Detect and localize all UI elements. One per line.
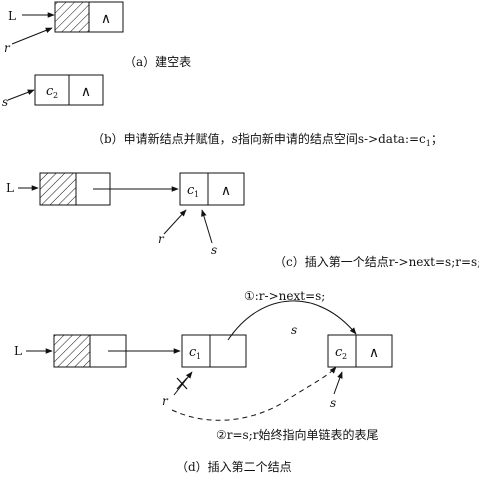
node-next-cell xyxy=(207,172,245,206)
caption-a: （a）建空表 xyxy=(124,55,191,69)
head-data-cell xyxy=(53,334,91,368)
head-data-cell xyxy=(39,172,77,206)
new-pointer-label: s xyxy=(2,95,8,109)
node-next-cell xyxy=(209,334,247,368)
head-node: ∧ xyxy=(54,1,124,33)
head-pointer-label: L xyxy=(14,344,22,358)
tail-pointer-arrow xyxy=(11,27,53,45)
tail-pointer-label: r xyxy=(4,41,11,55)
node-value-subscript: 2 xyxy=(342,352,347,361)
node-value-subscript: 1 xyxy=(194,190,199,199)
part-a: L ∧ r （a）建空表 xyxy=(4,1,191,69)
node-next-cell xyxy=(68,74,104,106)
node-data-cell xyxy=(34,74,70,106)
node-c1: c 1 ∧ xyxy=(179,172,245,206)
part-d: L c 1 c 2 ∧ ①:r->next=s; s r xyxy=(14,289,393,474)
null-symbol: ∧ xyxy=(369,345,379,361)
s-pointer-arrow xyxy=(333,371,343,395)
s-pointer-label: s xyxy=(330,396,336,410)
head-pointer-label: L xyxy=(8,9,16,23)
node-data-cell xyxy=(181,334,211,368)
node-next-cell xyxy=(355,334,393,368)
r-pointer-label: r xyxy=(162,394,169,408)
new-pointer-arrow xyxy=(7,89,35,101)
cross-mark-icon xyxy=(176,377,188,390)
caption-b: （b）申请新结点并赋值，s指向新申请的结点空间s->data:=c1； xyxy=(92,131,443,148)
head-data-cell xyxy=(54,1,90,33)
node-data-cell xyxy=(327,334,357,368)
s-pointer-label: s xyxy=(211,243,217,257)
node-value: c xyxy=(189,345,197,360)
step2-label: ②r=s;r始终指向单链表的表尾 xyxy=(216,427,379,442)
node-value: c xyxy=(187,183,195,198)
null-symbol: ∧ xyxy=(81,84,91,100)
node-c2: c 2 ∧ xyxy=(327,334,393,368)
node-data-cell xyxy=(179,172,209,206)
node-c1: c 1 xyxy=(181,334,247,368)
caption-d: （d）插入第二个结点 xyxy=(176,460,292,474)
old-r-pointer-arrow xyxy=(173,371,193,396)
node-value: c xyxy=(46,84,54,99)
r-pointer-label: r xyxy=(158,232,165,246)
caption-c: （c）插入第一个结点r->next=s;r=s; xyxy=(274,255,479,269)
node-value: c xyxy=(335,345,343,360)
node-value-subscript: 1 xyxy=(196,352,201,361)
null-symbol: ∧ xyxy=(221,183,231,199)
step2-move-r-curve xyxy=(171,366,337,421)
step1-label: ①:r->next=s; xyxy=(244,289,325,303)
null-symbol: ∧ xyxy=(101,11,111,27)
r-pointer-arrow xyxy=(163,209,187,235)
node-value-subscript: 2 xyxy=(53,91,58,100)
s-pointer-arrow xyxy=(201,209,213,244)
new-node: c 2 ∧ xyxy=(34,74,104,106)
step1-link-arc xyxy=(227,300,357,341)
head-next-cell xyxy=(88,1,124,33)
head-pointer-label: L xyxy=(6,181,14,195)
part-c: L c 1 ∧ r s （c）插入第一个结点r->next=s;r=s; xyxy=(6,172,479,269)
part-b: s c 2 ∧ （b）申请新结点并赋值，s指向新申请的结点空间s->data:=… xyxy=(2,74,443,148)
arc-s-label: s xyxy=(291,323,297,337)
